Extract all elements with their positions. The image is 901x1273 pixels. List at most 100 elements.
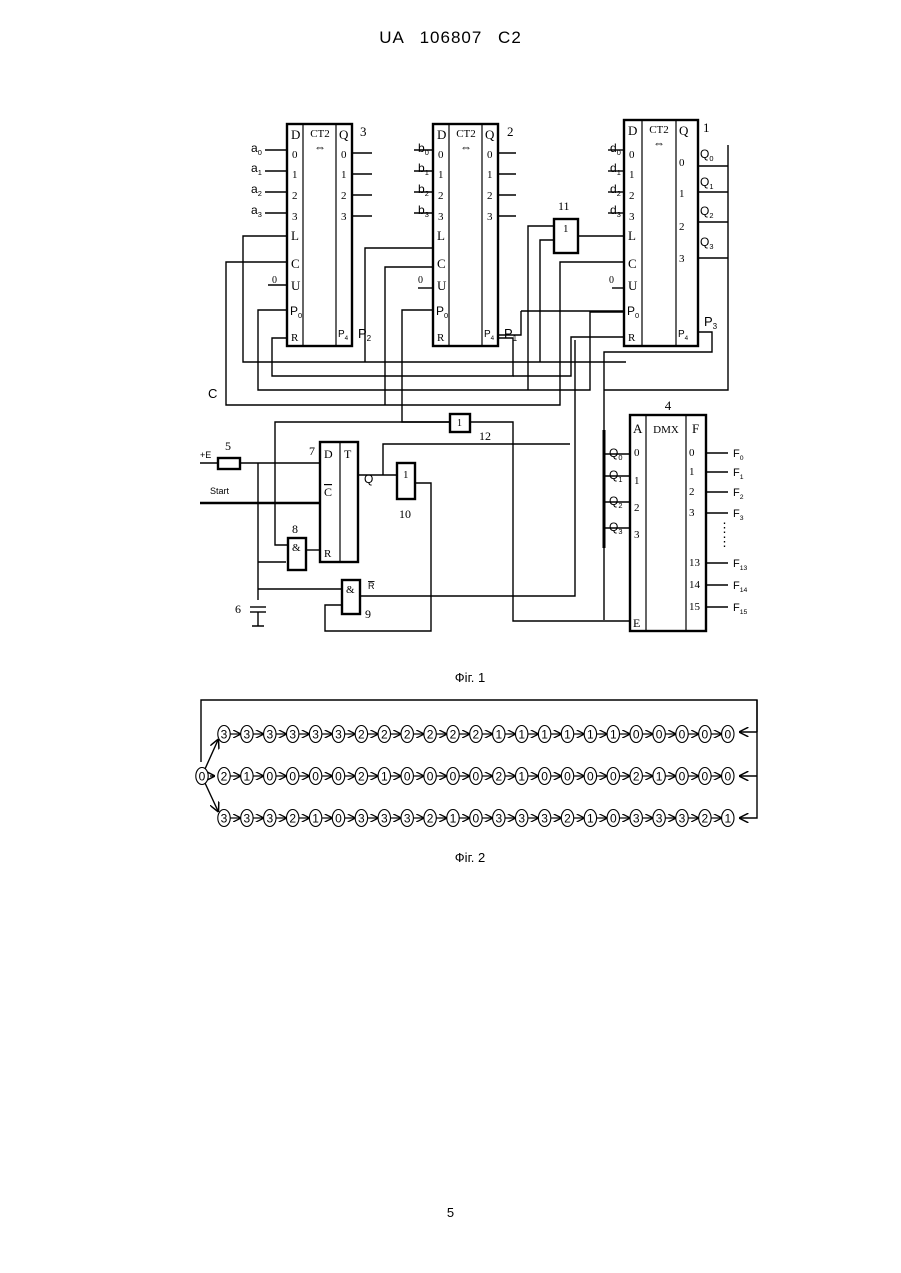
demux-input-1: Q1 <box>609 468 622 484</box>
demux-input-0-sub: 0 <box>618 453 622 462</box>
or11-number: 11 <box>558 199 570 213</box>
counter-2-pin-c: C <box>437 256 446 271</box>
counter-3-input-1: a1 <box>251 161 262 177</box>
state-r0-5: 3 <box>332 726 344 743</box>
state-r0-15-label: 1 <box>564 728 571 742</box>
state-r2-4: 1 <box>309 810 321 827</box>
state-r1-10-label: 0 <box>450 770 457 784</box>
state-r1-20-label: 0 <box>679 770 686 784</box>
state-r1-1: 1 <box>241 768 253 785</box>
state-r0-4-label: 3 <box>312 728 319 742</box>
counter-3-q3: 3 <box>341 211 347 223</box>
demux-f-2-sub: 2 <box>740 494 744 501</box>
state-r0-0: 3 <box>218 726 230 743</box>
demux-out-4: 13 <box>689 557 701 569</box>
counter-2-number: 2 <box>507 124 514 139</box>
counter-2-pin-q: Q <box>485 127 495 142</box>
start-label: Start <box>210 486 230 496</box>
counter-3-input-1-sub: 1 <box>258 168 262 177</box>
demux-f-3: F3 <box>733 508 744 522</box>
state-r2-13-label: 3 <box>518 812 525 826</box>
state-r1-5: 0 <box>332 768 344 785</box>
counter-3-pin-l: L <box>291 228 299 243</box>
counter-1-pin-p0-base: P <box>627 304 635 318</box>
demux-input-2-sub: 2 <box>618 501 622 510</box>
state-r1-18: 2 <box>630 768 642 785</box>
demux-input-0: Q0 <box>609 446 622 462</box>
counter-1-carry: P3 <box>704 314 718 331</box>
state-r2-20-label: 3 <box>679 812 686 826</box>
state-r2-19-label: 3 <box>656 812 663 826</box>
counter-1-type: CT2 <box>649 124 669 136</box>
counter-3-pin-c: C <box>291 256 300 271</box>
counter-2-d0: 0 <box>438 149 444 161</box>
counter-2-pin-d: D <box>437 127 446 142</box>
state-r2-13: 3 <box>516 810 528 827</box>
state-r1-21-label: 0 <box>702 770 709 784</box>
counter-2-arrow: ⇔ <box>460 140 472 154</box>
counter-2-pin-p4-sub: 4 <box>491 335 495 342</box>
counter-1-pin-r: R <box>628 332 636 344</box>
fig2-caption: Фіг. 2 <box>455 850 485 865</box>
state-r2-5-label: 0 <box>335 812 342 826</box>
counter-3-number: 3 <box>360 124 367 139</box>
counter-3-d2: 2 <box>292 190 298 202</box>
trigger-number: 7 <box>309 444 315 458</box>
state-r2-2-label: 3 <box>266 812 273 826</box>
state-r0-14: 1 <box>538 726 550 743</box>
demux-ellipsis-1: ⋮ <box>718 520 731 535</box>
counter-3-q1: 1 <box>341 169 347 181</box>
state-r2-15: 2 <box>561 810 573 827</box>
counter-1-out-2-base: Q <box>700 204 709 218</box>
state-r2-14: 3 <box>538 810 550 827</box>
counter-3-carry-sub: 2 <box>367 334 372 343</box>
counter-3-q0: 0 <box>341 149 347 161</box>
or10-symbol: 1 <box>403 469 409 481</box>
demux-out-1: 1 <box>689 466 695 478</box>
state-r2-1: 3 <box>241 810 253 827</box>
demux-f-4: F13 <box>733 558 748 572</box>
page-number: 5 <box>0 1205 901 1220</box>
state-r0-7: 2 <box>378 726 390 743</box>
demux-f-0: F0 <box>733 448 744 462</box>
demux-type: DMX <box>653 424 679 436</box>
cap-number: 6 <box>235 602 241 616</box>
state-r1-1-label: 1 <box>244 770 251 784</box>
counter-3-q2: 2 <box>341 190 347 202</box>
counter-1-q3: 3 <box>679 253 685 265</box>
counter-1-input-0-sub: 0 <box>617 148 621 157</box>
state-r2-9: 2 <box>424 810 436 827</box>
counter-1-d2: 2 <box>629 190 635 202</box>
state-r1-11-label: 0 <box>473 770 480 784</box>
state-r0-10-label: 2 <box>450 728 457 742</box>
counter-1-out-1-base: Q <box>700 175 709 189</box>
counter-1-pin-d: D <box>628 123 637 138</box>
demux-out-2: 2 <box>689 486 695 498</box>
counter-1-input-2-base: d <box>610 182 617 196</box>
counter-3-input-3: a3 <box>251 203 262 219</box>
demux-f-6: F15 <box>733 602 748 616</box>
state-r2-11-label: 0 <box>473 812 480 826</box>
state-r0-8-label: 2 <box>404 728 411 742</box>
demux-input-2: Q2 <box>609 494 622 510</box>
state-r2-3: 2 <box>287 810 299 827</box>
state-r0-17-label: 1 <box>610 728 617 742</box>
and8-symbol: & <box>292 542 301 554</box>
state-r1-3-label: 0 <box>289 770 296 784</box>
counter-2-q2: 2 <box>487 190 493 202</box>
state-r1-12-label: 2 <box>495 770 502 784</box>
demux-out-3: 3 <box>689 507 695 519</box>
state-r0-9: 2 <box>424 726 436 743</box>
counter-3-d3: 3 <box>292 211 298 223</box>
counter-1-q0: 0 <box>679 157 685 169</box>
demux-input-1-sub: 1 <box>618 475 622 484</box>
state-r0-17: 1 <box>607 726 619 743</box>
state-r1-7: 1 <box>378 768 390 785</box>
state-r0-10: 2 <box>447 726 459 743</box>
fig1-caption: Фіг. 1 <box>455 670 485 685</box>
or11-symbol: 1 <box>563 223 569 235</box>
trigger-pin-r: R <box>324 548 332 560</box>
state-r2-10-label: 1 <box>450 812 457 826</box>
demux-f-0-sub: 0 <box>740 455 744 462</box>
state-r1-14: 0 <box>538 768 550 785</box>
